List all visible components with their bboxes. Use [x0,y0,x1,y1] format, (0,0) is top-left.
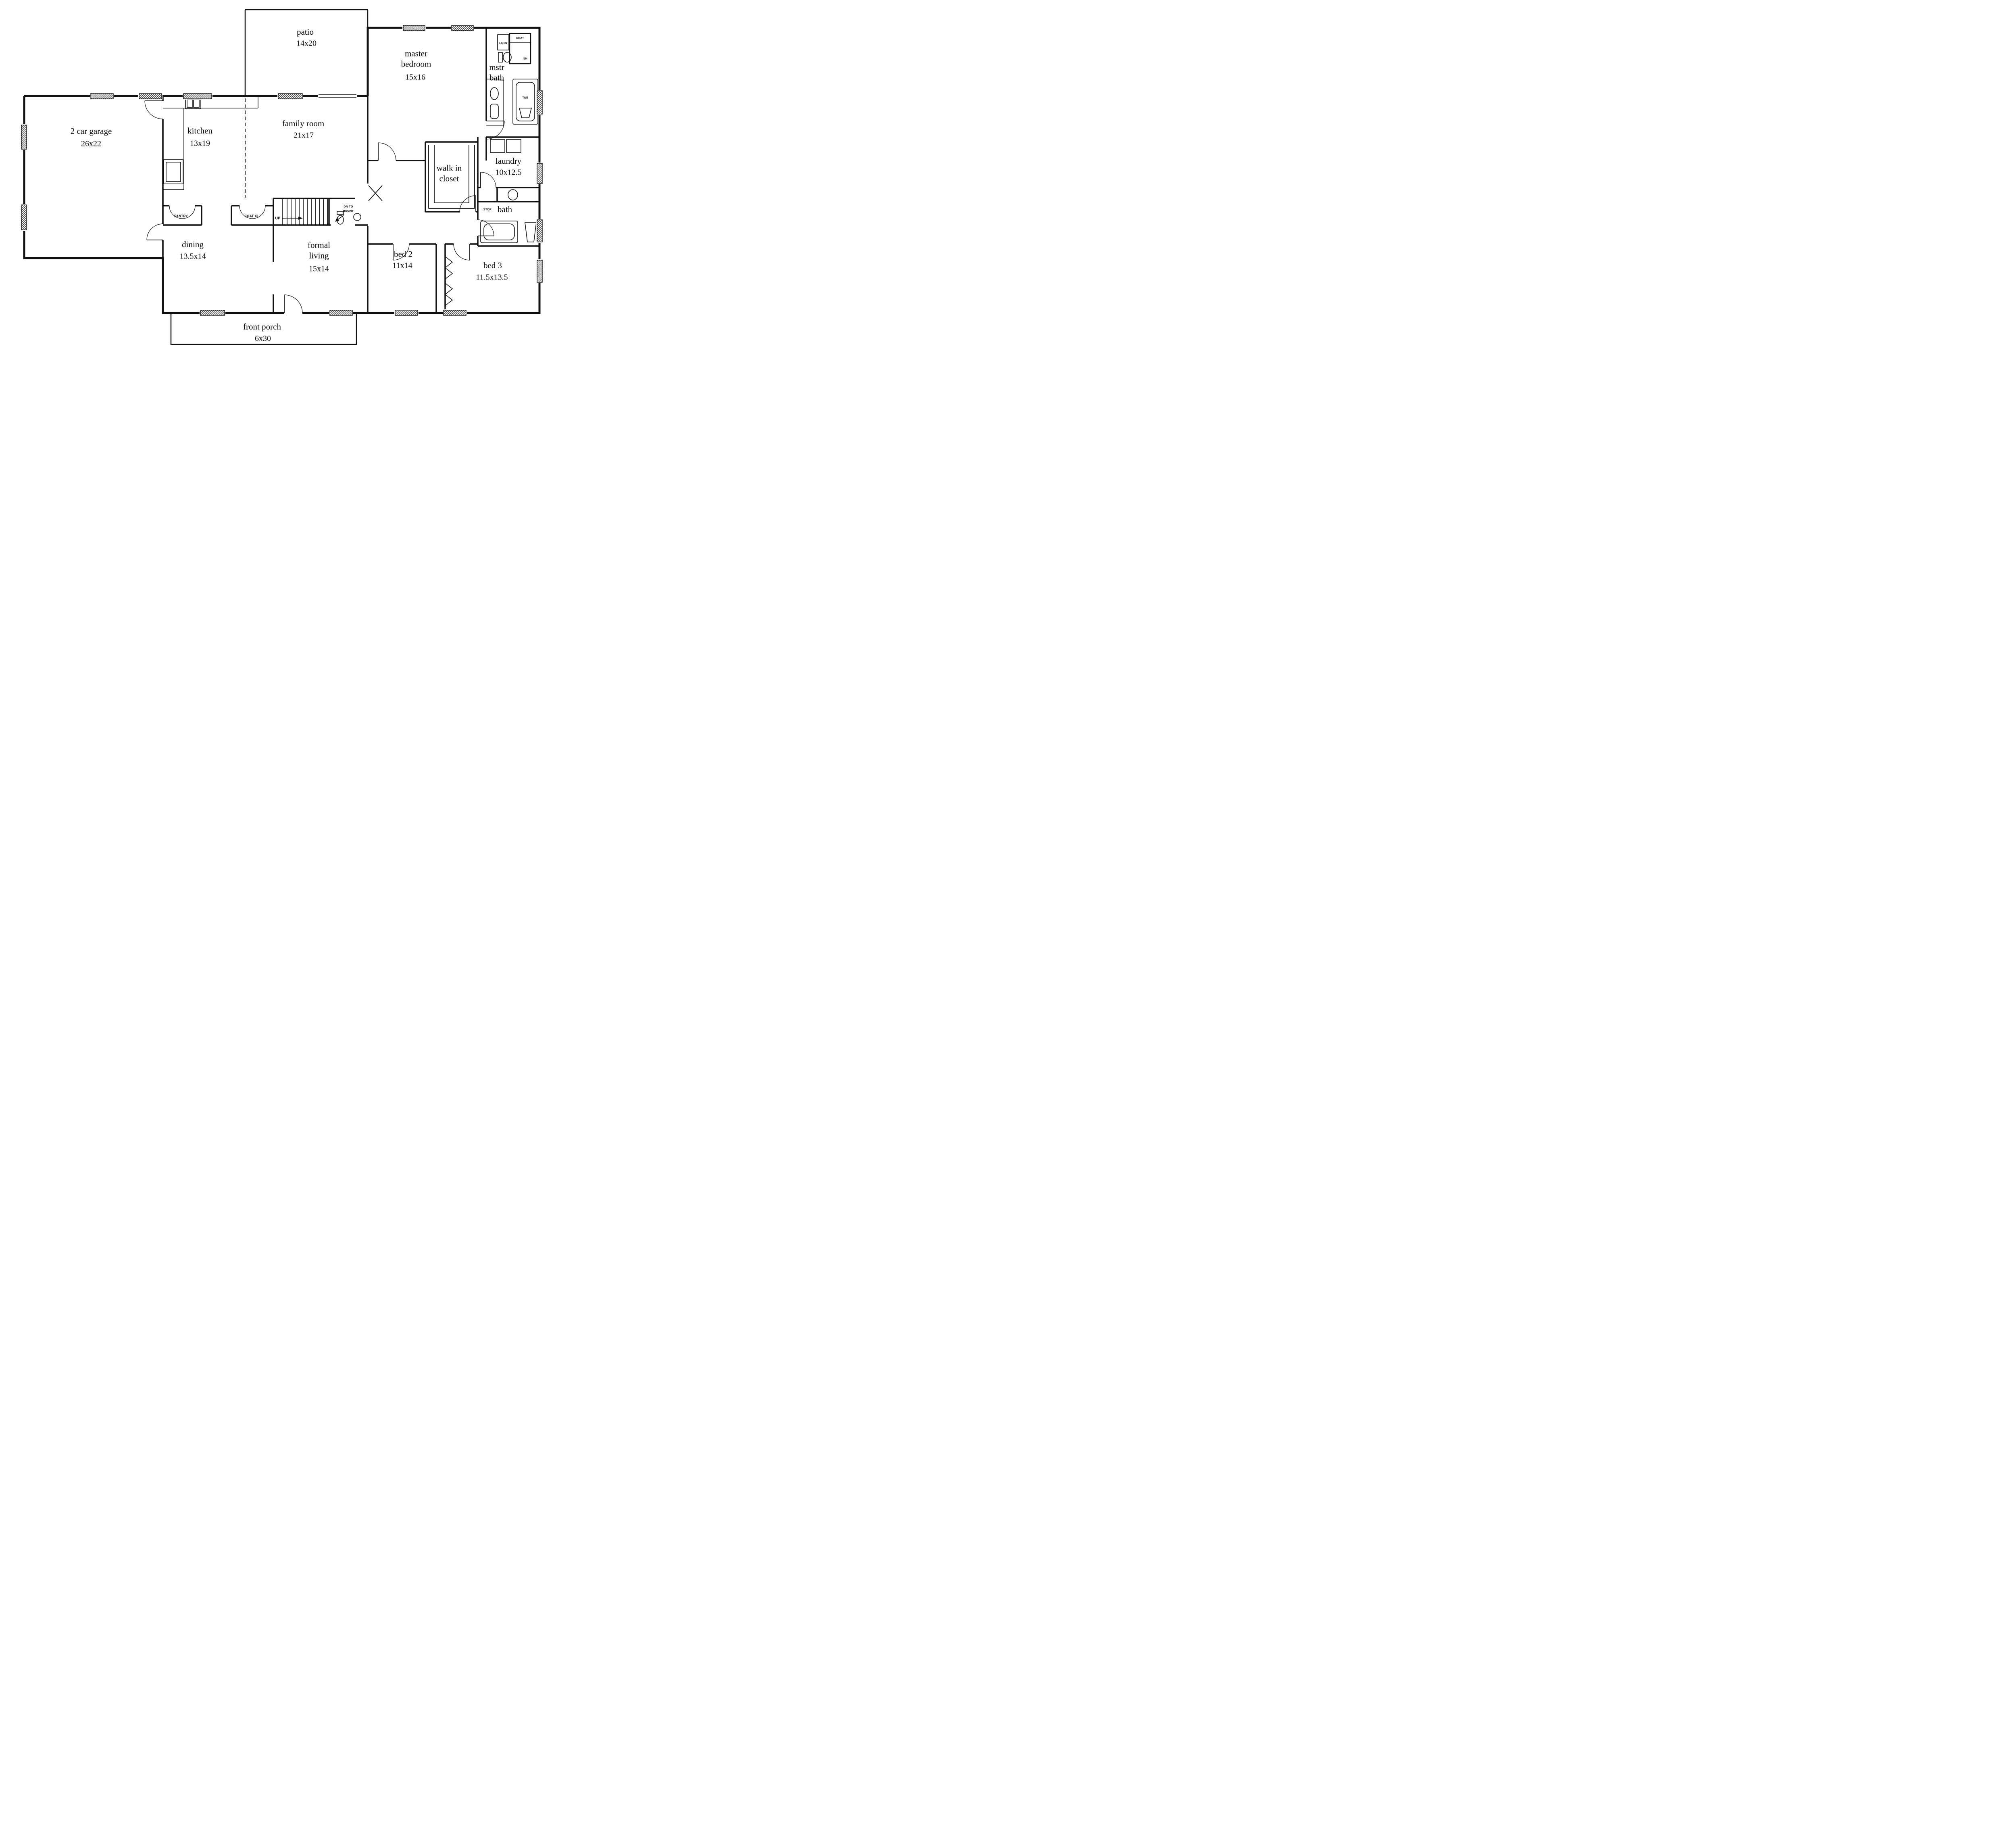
powder-fixtures [337,211,361,225]
master-bath-label: mstr bath [489,62,504,82]
up-arrow-head [298,217,303,220]
hall-bath-fixtures [480,189,537,243]
pedestal-sink [353,213,361,221]
toilet-bowl [503,52,512,63]
vanity [486,79,504,126]
shower [509,33,531,65]
toilet-tank [337,211,344,215]
stairs [282,198,344,225]
range [163,159,183,184]
interior-walls [162,28,539,313]
toilet-bowl [337,215,344,225]
bed2-label: bed 2 [394,249,413,259]
coat-closet-label: COAT CL. [244,214,260,218]
garage-dims: 26x22 [81,139,101,148]
family-room-label: family room [282,119,325,129]
closet-shelves [428,145,475,209]
kitchen-fixtures [163,96,258,190]
tub-floor [519,108,532,118]
stairs-down-label-1: DN TO [344,205,353,209]
laundry-dims: 10x12.5 [495,168,522,177]
floor-plan-drawing [21,9,543,345]
storage-label: STOR [483,208,492,211]
vanity-sink-2 [490,104,499,119]
patio-slider [319,94,356,98]
tub-label: TUB [522,96,529,100]
tub-inner [516,82,535,121]
family-room-dims: 21x17 [294,131,314,140]
laundry-label: laundry [495,156,522,166]
pantry-label: PANTRY [174,214,188,218]
bath-sink [508,189,518,200]
walk-in-closet-label: walk in closet [436,163,462,183]
kitchen-label: kitchen [187,126,212,136]
linen-closet [497,34,509,50]
exterior-walls [23,27,541,314]
dining-dims: 13.5x14 [179,252,206,261]
bed3-label: bed 3 [483,261,502,271]
windows [21,25,543,316]
patio-dims: 14x20 [296,39,317,48]
floor-plan-page: patio 14x20 family room 21x17 kitchen 13… [0,0,572,366]
bath-tub-outer [480,221,518,243]
bath-label: bath [497,204,512,215]
bed3-dims: 11.5x13.5 [476,273,508,282]
bath-toilet [525,222,537,242]
stairs-up-label: UP [275,216,281,220]
master-bedroom-label: master bedroom [401,48,431,69]
seat-label: SEAT [516,37,524,40]
vanity-sink [490,87,499,100]
dining-label: dining [182,240,204,250]
laundry-appliances [490,139,521,153]
toilet-tank [498,52,503,63]
patio-outline [244,9,369,96]
bath-tub-inner [483,223,515,240]
door-arcs [144,100,505,313]
door-leaves [145,100,504,313]
kitchen-dims: 13x19 [190,139,210,148]
front-porch-dims: 6x30 [255,334,271,343]
front-porch-label: front porch [243,322,281,332]
bifold-doors [444,256,453,306]
patio-label: patio [297,27,314,37]
bed2-dims: 11x14 [392,261,412,270]
linen-label: LINEN [499,42,507,45]
shower-label: SH [523,57,528,60]
porch-outline [170,313,357,345]
stairs-down-label-2: BSMNT [343,210,354,213]
formal-living-dims: 15x14 [309,264,329,273]
garage-label: 2 car garage [70,126,112,136]
master-bedroom-dims: 15x16 [405,73,425,82]
formal-living-label: formal living [308,240,330,260]
